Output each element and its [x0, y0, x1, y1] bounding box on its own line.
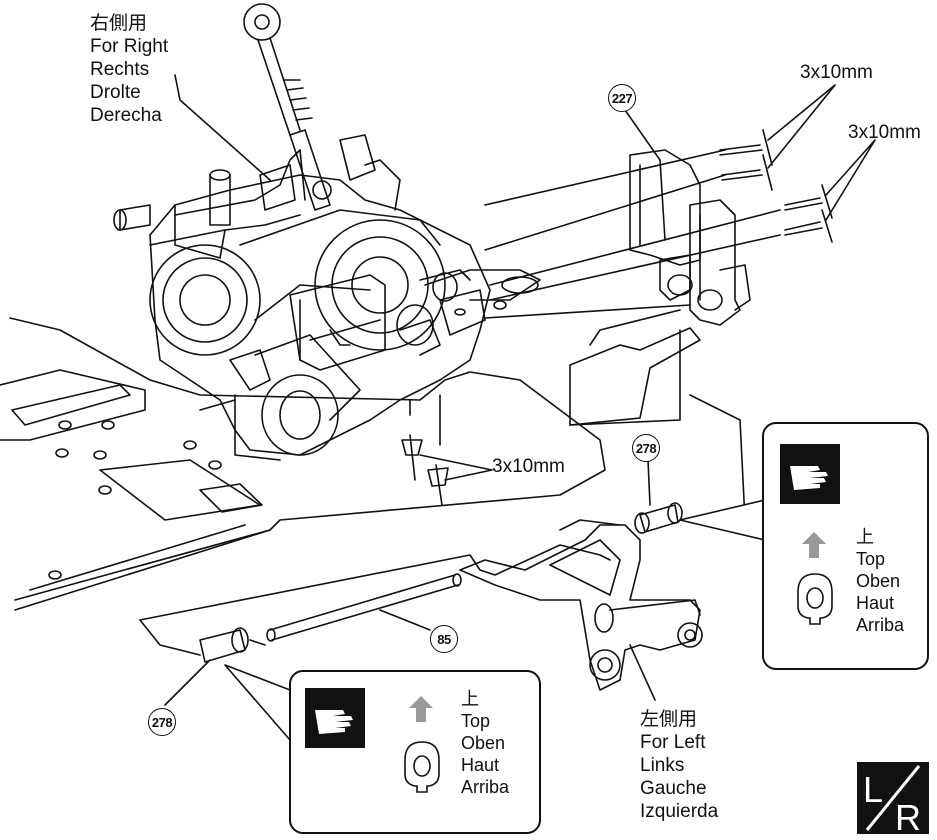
- callout-right-en: Top: [856, 549, 886, 569]
- right-side-label: 右側用 For Right Rechts Drolte Derecha: [90, 12, 168, 127]
- part-number-278-left: 278: [148, 708, 176, 736]
- screw-size-label-top1: 3x10mm: [800, 62, 873, 83]
- up-arrow-icon: [409, 696, 433, 722]
- screw-size-label-center: 3x10mm: [492, 456, 565, 477]
- left-label-fr: Gauche: [640, 778, 707, 799]
- callout-left-text: 上 Top Oben Haut Arriba: [461, 688, 509, 798]
- pivot-top-view-icon: [401, 740, 443, 794]
- left-label-en: For Left: [640, 732, 706, 753]
- right-label-en: For Right: [90, 36, 169, 57]
- right-label-es: Derecha: [90, 105, 162, 126]
- right-label-fr: Drolte: [90, 82, 141, 103]
- callout-right-de: Oben: [856, 571, 901, 591]
- callout-left-en: Top: [461, 711, 491, 731]
- left-label-es: Izquierda: [640, 801, 719, 822]
- screw-size-label-top2: 3x10mm: [848, 122, 921, 143]
- part-number-227: 227: [608, 84, 636, 112]
- left-label-jp: 左側用: [640, 709, 698, 730]
- part-number-85: 85: [430, 625, 458, 653]
- pivot-top-view-icon: [794, 572, 836, 626]
- callout-right-text: 上 Top Oben Haut Arriba: [856, 526, 904, 636]
- orientation-callout-right: 上 Top Oben Haut Arriba: [762, 422, 929, 670]
- right-label-de: Rechts: [90, 59, 150, 80]
- callout-left-fr: Haut: [461, 755, 500, 775]
- left-right-mark-icon: L R: [857, 762, 929, 838]
- pointing-hand-icon: [305, 688, 365, 748]
- left-side-label: 左側用 For Left Links Gauche Izquierda: [640, 708, 718, 823]
- left-label-de: Links: [640, 755, 685, 776]
- orientation-callout-left: 上 Top Oben Haut Arriba: [289, 670, 541, 834]
- lr-mark-r: R: [895, 797, 921, 834]
- up-arrow-icon: [802, 532, 826, 558]
- callout-right-fr: Haut: [856, 593, 895, 613]
- lr-mark-l: L: [863, 769, 883, 810]
- part-number-278-right: 278: [632, 434, 660, 462]
- callout-left-de: Oben: [461, 733, 506, 753]
- callout-left-jp: 上: [461, 689, 479, 709]
- callout-right-jp: 上: [856, 527, 874, 547]
- right-label-jp: 右側用: [90, 13, 148, 34]
- callout-right-es: Arriba: [856, 615, 905, 635]
- pointing-hand-icon: [780, 444, 840, 504]
- callout-left-es: Arriba: [461, 777, 510, 797]
